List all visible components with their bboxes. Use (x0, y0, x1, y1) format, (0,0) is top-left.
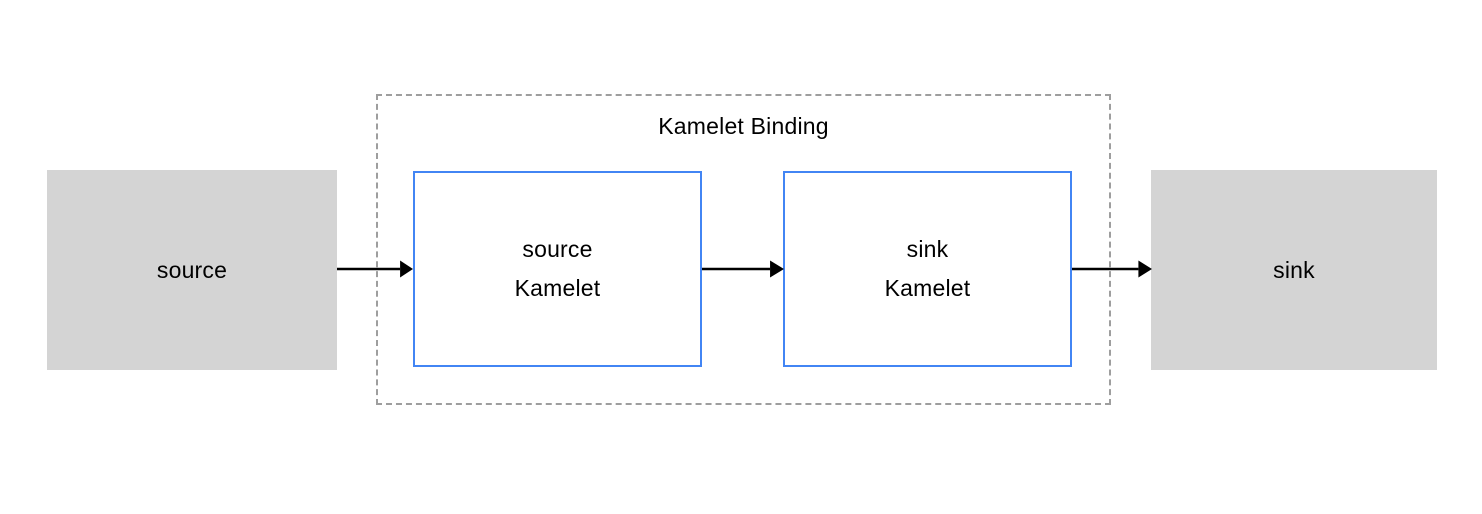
node-sink-kamelet[interactable]: sink Kamelet (783, 171, 1072, 367)
node-source-external-label: source (156, 256, 228, 283)
node-source-external[interactable]: source (47, 170, 337, 370)
kamelet-binding-group-frame[interactable] (376, 94, 1111, 405)
node-sink-external-label: sink (1273, 256, 1315, 283)
node-sink-kamelet-label: sink Kamelet (884, 236, 971, 301)
kamelet-binding-group-label: Kamelet Binding (658, 113, 829, 139)
node-source-kamelet-label: source Kamelet (514, 236, 601, 301)
node-source-kamelet[interactable]: source Kamelet (413, 171, 702, 367)
node-sink-external[interactable]: sink (1151, 170, 1437, 370)
